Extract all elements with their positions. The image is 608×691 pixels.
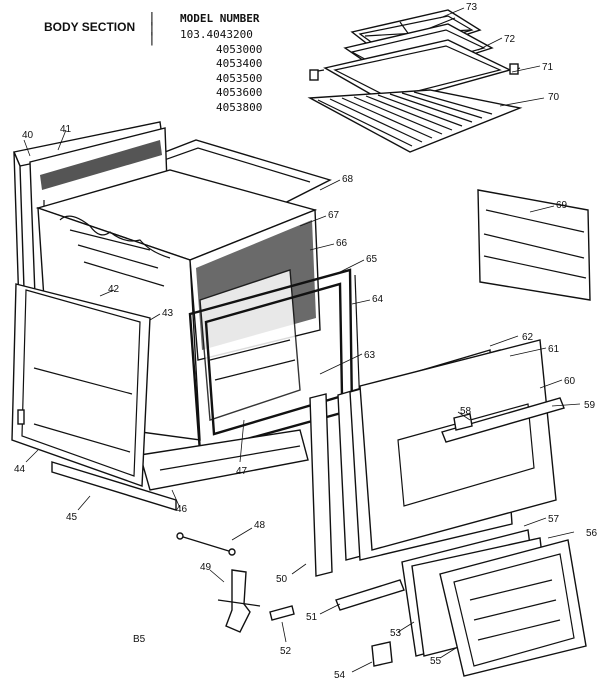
part-number-label: 73 [466,2,478,13]
part-number-label: 56 [586,528,598,539]
part-number-label: 63 [364,350,376,361]
hinge-pin [269,605,295,621]
part-number-label: 66 [336,238,348,249]
model-number: 4053800 [216,100,263,114]
model-list: 103.4043200 4053000 4053400 4053500 4053… [180,28,290,115]
model-number: 4053000 [216,42,263,56]
oven-door [337,339,565,561]
part-number-label: 50 [276,574,288,585]
part-number-label: 46 [176,504,188,515]
part-number-label: 64 [372,294,384,305]
back-panel [477,189,591,301]
part-number-label: 43 [162,308,174,319]
door-handle-bar [335,579,405,611]
door-gasket-strip [309,393,333,577]
part-number-label: 58 [460,406,472,417]
door-hinge [217,569,261,633]
part-number-label: 67 [328,210,340,221]
front-bottom-frame [139,429,309,491]
model-number: 4053600 [216,86,263,99]
part-number-label: 72 [504,34,516,45]
part-number-label: 54 [334,670,346,681]
part-number-label: 52 [280,646,292,657]
part-number-label: 44 [14,464,26,475]
footer-code: B5 [133,634,146,645]
part-number-label: 59 [584,400,596,411]
part-number-label: 47 [236,466,248,477]
part-number-label: 62 [522,332,534,343]
part-number-label: 51 [306,612,318,623]
model-number: 103.4043200 [180,28,253,41]
lock-bracket [371,641,393,667]
bracket-divider: ||| [148,11,156,46]
model-heading: MODEL NUMBER [180,12,260,25]
part-number-label: 60 [564,376,576,387]
left-door-panel [11,283,151,487]
part-number-label: 42 [108,284,120,295]
part-number-label: 68 [342,174,354,185]
model-number: 4053500 [216,71,263,85]
part-number-label: 71 [542,62,554,73]
part-number-label: 55 [430,656,442,667]
kick-plate [51,461,177,511]
leader-lines [23,7,581,673]
part-number-label: 49 [200,562,212,573]
oven-rack [307,89,523,153]
broiler-pan-insert [309,9,521,105]
part-number-label: 40 [22,130,34,141]
part-number-label: 57 [548,514,560,525]
door-window-assembly [401,529,587,677]
model-number: 4053400 [216,57,263,70]
part-number-label: 45 [66,512,78,523]
part-number-label: 65 [366,254,378,265]
door-spring [176,532,236,556]
part-number-label: 41 [60,124,72,135]
part-number-label: 53 [390,628,402,639]
part-number-label: 48 [254,520,266,531]
part-labels: 40 41 42 43 44 45 46 47 48 49 50 51 52 5… [14,2,598,681]
section-title: BODY SECTION [44,20,136,34]
part-number-label: 69 [556,200,568,211]
part-number-label: 61 [548,344,560,355]
part-number-label: 70 [548,92,560,103]
